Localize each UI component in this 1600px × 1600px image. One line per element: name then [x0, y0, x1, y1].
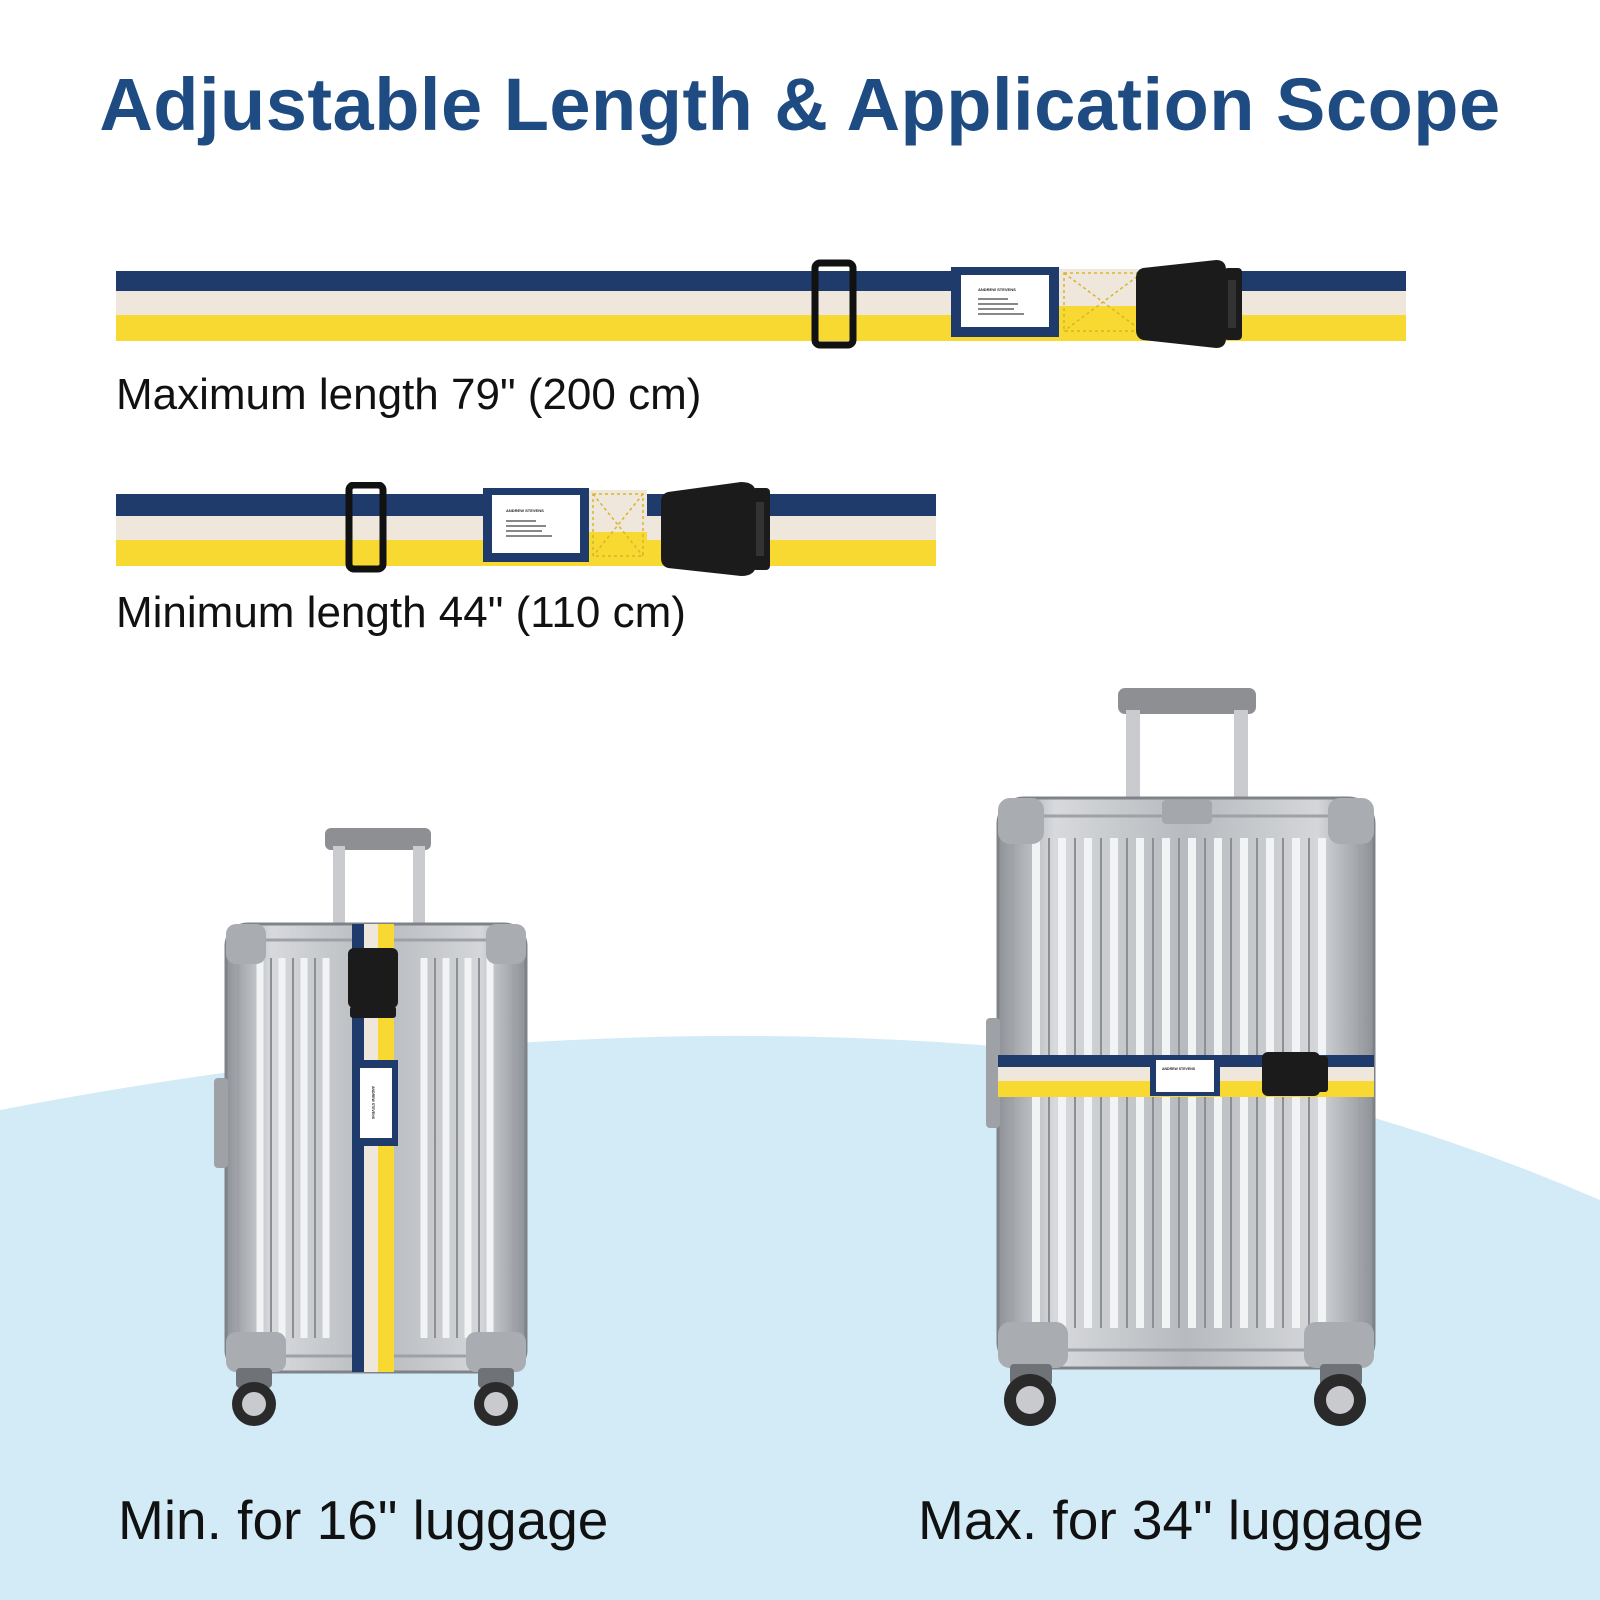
tag-name: ANDREW STEVENS: [506, 508, 544, 513]
small-luggage-caption: Min. for 16" luggage: [118, 1489, 609, 1551]
tag-name: ANDREW STEVENS: [371, 1086, 375, 1120]
id-tag-icon: ANDREW STEVENS: [951, 267, 1059, 337]
tag-name: ANDREW STEVENS: [1162, 1067, 1196, 1071]
stitch-patch-icon: [1059, 269, 1147, 335]
side-release-buckle-icon: [661, 482, 770, 576]
strap-max-caption: Maximum length 79" (200 cm): [116, 370, 702, 419]
large-suitcase-illustration: ANDREW STEVENS: [986, 688, 1376, 1426]
page-title: Adjustable Length & Application Scope: [99, 63, 1501, 146]
stitch-patch-icon: [589, 490, 647, 560]
strap-min-illustration: ANDREW STEVENS: [116, 482, 936, 576]
strap-min-caption: Minimum length 44" (110 cm): [116, 588, 686, 637]
slider-buckle-icon: [345, 482, 387, 573]
large-luggage-caption: Max. for 34" luggage: [918, 1489, 1424, 1551]
slider-buckle-icon: [811, 259, 857, 349]
side-release-buckle-icon: [1136, 260, 1242, 348]
id-tag-icon: ANDREW STEVENS: [483, 488, 589, 562]
tag-name: ANDREW STEVENS: [978, 287, 1016, 292]
small-suitcase-illustration: ANDREW STEVENS: [214, 828, 528, 1426]
strap-max-illustration: ANDREW STEVENS: [116, 259, 1406, 349]
